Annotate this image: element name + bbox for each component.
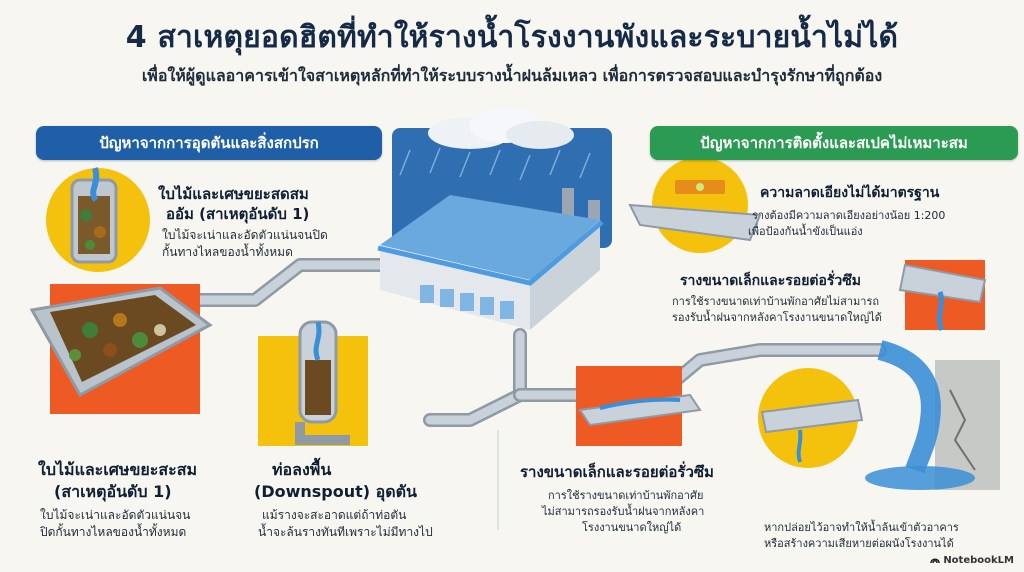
leaves-bottom-desc-1: ใบไม้จะเน่าและอัดตัวแน่นจน [40, 508, 191, 522]
page-subtitle: เพื่อให้ผู้ดูแลอาคารเข้าใจสาเหตุหลักที่ท… [141, 66, 883, 85]
small-gutter-center-desc-3: โรงงานขนาดใหญ่ได้ [582, 521, 682, 534]
overflow-desc-2: หรือสร้างความเสียหายต่อผนังโรงงานได้ [764, 537, 954, 550]
downspout-icon [258, 320, 368, 446]
leaves-bottom-title-1: ใบไม้และเศษขยะสะสม [38, 460, 198, 479]
downspout-desc-1: แม้รางจะสะอาดแต่ถ้าท่อตัน [262, 508, 407, 522]
small-gutter-right-desc-1: การใช้รางขนาดเท่าบ้านพักอาศัยไม่สามารถ [672, 295, 880, 308]
leaves-bottom-desc-2: ปิดกั้นทางไหลของน้ำทั้งหมด [40, 525, 187, 539]
small-gutter-right-title: รางขนาดเล็กและรอยต่อรั่วซึม [680, 273, 862, 289]
small-gutter-center-desc-1: การใช้รางขนาดเท่าบ้านพักอาศัย [548, 489, 704, 502]
factory-illustration [377, 107, 612, 330]
page-title: 4 สาเหตุยอดฮิตที่ทำให้รางน้ำโรงงานพังและ… [125, 20, 899, 55]
downspout-title-1: ท่อลงพื้น [272, 460, 332, 479]
leaves-circle-icon [46, 167, 150, 272]
downspout-desc-2: น้ำจะล้นรางทันทีเพราะไม่มีทางไป [258, 525, 433, 539]
leaves-top-title-1: ใบไม้และเศษขยะสดสม [158, 185, 309, 203]
category-installation: ปัญหาจากการติดตั้งและสเปคไม่เหมาะสม [650, 126, 1018, 160]
clogged-gutter-icon [29, 284, 213, 414]
leaves-bottom-title-2: (สาเหตุอันดับ 1) [54, 482, 172, 501]
leaking-gutter-icon [898, 260, 987, 332]
undersized-gutter-icon [576, 366, 702, 446]
brand-watermark: NotebookLM [930, 555, 1014, 566]
leaves-top-desc-1: ใบไม้จะเน่าและอัดตัวแน่นจนปิด [162, 228, 328, 242]
brand-logo-icon [930, 558, 941, 564]
slope-level-icon [628, 157, 762, 253]
downspout-title-2: (Downspout) อุดตัน [254, 482, 417, 501]
category-clogging: ปัญหาจากการอุดตันและสิ่งสกปรก [36, 126, 382, 160]
brand-name: NotebookLM [943, 555, 1014, 566]
small-gutter-center-title: รางขนาดเล็กและรอยต่อรั่วซึม [520, 463, 714, 481]
small-gutter-center-desc-2: ไม่สามารถรองรับน้ำฝนจากหลังคา [542, 505, 705, 518]
overflow-wall-icon [865, 340, 1000, 490]
leaves-top-desc-2: กั้นทางไหลของน้ำทั้งหมด [162, 245, 293, 259]
leak-joint-icon [758, 368, 864, 468]
slope-desc-1: รางต้องมีความลาดเอียงอย่างน้อย 1:200 [752, 209, 946, 222]
slope-title: ความลาดเอียงไม่ได้มาตรฐาน [760, 185, 940, 201]
leaves-top-title-2: ออัม (สาเหตุอันดับ 1) [166, 205, 310, 223]
small-gutter-right-desc-2: รองรับน้ำฝนจากหลังคาโรงงานขนาดใหญ่ได้ [672, 311, 882, 324]
overflow-desc-1: หากปล่อยไว้อาจทำให้น้ำล้นเข้าตัวอาคาร [764, 521, 959, 534]
slope-desc-2: เพื่อป้องกันน้ำขังเป็นแอ่ง [748, 225, 863, 238]
